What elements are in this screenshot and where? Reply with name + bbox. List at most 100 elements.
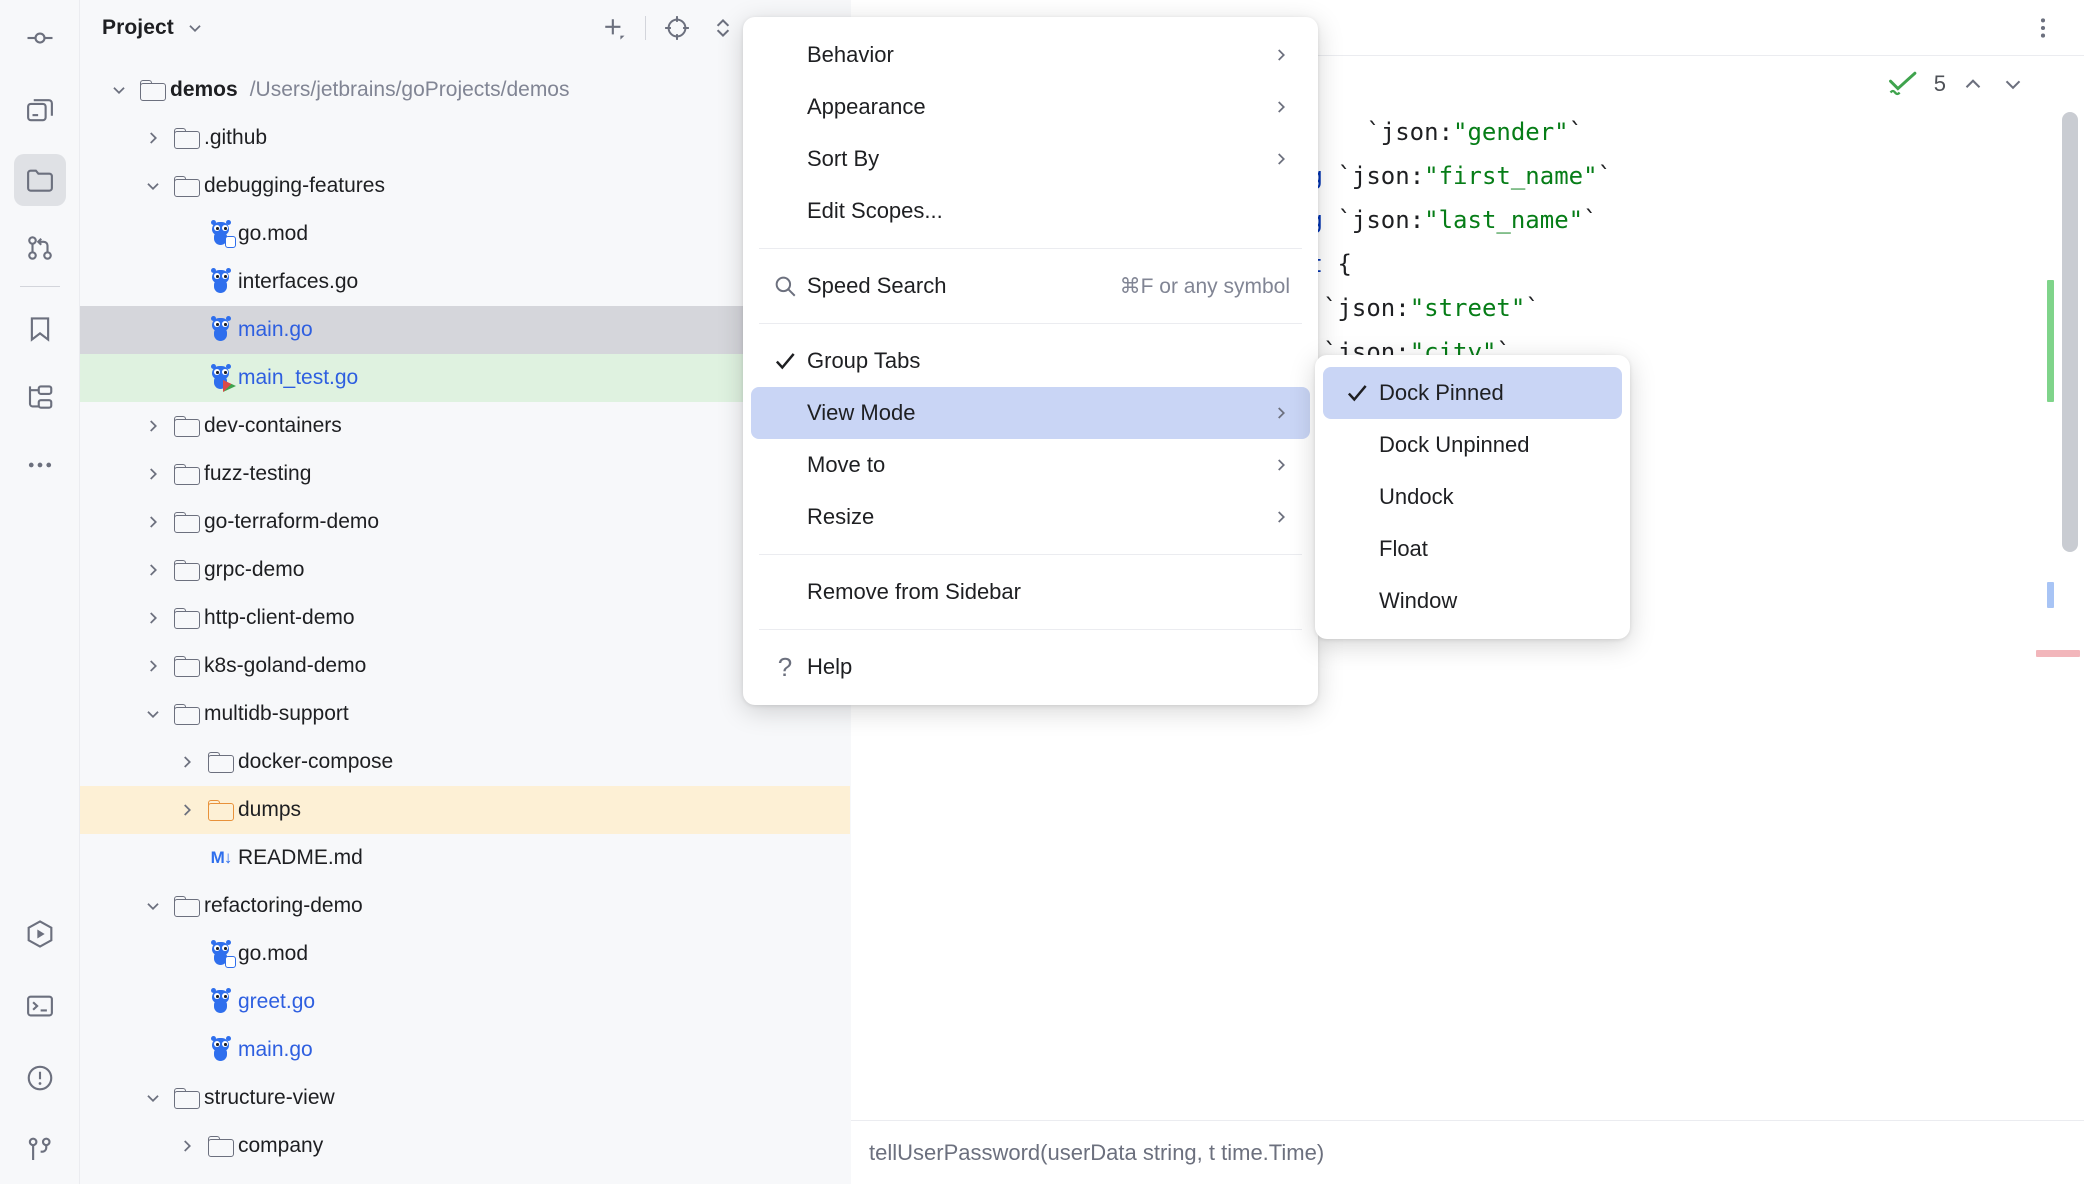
- chevron-right-icon[interactable]: [136, 607, 170, 629]
- menu-item-label: Edit Scopes...: [807, 198, 943, 223]
- tree-node-grpc-demo[interactable]: grpc-demo: [80, 546, 850, 594]
- tree-node-http-client-demo[interactable]: http-client-demo: [80, 594, 850, 642]
- more-tool-windows-icon[interactable]: [14, 439, 66, 491]
- chevron-right-icon[interactable]: [136, 415, 170, 437]
- chevron-right-icon[interactable]: [136, 463, 170, 485]
- tree-node-refactoring-demo[interactable]: refactoring-demo: [80, 882, 850, 930]
- menu-item-group-tabs[interactable]: Group Tabs: [751, 335, 1310, 387]
- chevron-down-icon[interactable]: [136, 895, 170, 917]
- chevron-down-icon[interactable]: [102, 79, 136, 101]
- chevron-down-icon[interactable]: [184, 17, 206, 39]
- tree-node-demos[interactable]: demos/Users/jetbrains/goProjects/demos: [80, 66, 850, 114]
- chevron-right-icon[interactable]: [136, 559, 170, 581]
- chevron-down-icon[interactable]: [2000, 71, 2026, 97]
- tree-node-debugging-features[interactable]: debugging-features: [80, 162, 850, 210]
- chevron-right-icon[interactable]: [136, 655, 170, 677]
- tree-node-docker-compose[interactable]: docker-compose: [80, 738, 850, 786]
- submenu-item-float[interactable]: Float: [1323, 523, 1622, 575]
- tree-node-company[interactable]: company: [80, 1122, 850, 1170]
- menu-item-appearance[interactable]: Appearance: [751, 81, 1310, 133]
- menu-item-label: Resize: [807, 504, 875, 529]
- menu-item-sort-by[interactable]: Sort By: [751, 133, 1310, 185]
- chevron-up-icon[interactable]: [1960, 71, 1986, 97]
- structure-icon[interactable]: [14, 371, 66, 423]
- menu-item-label: Sort By: [807, 146, 880, 171]
- tree-node-k8s-goland-demo[interactable]: k8s-goland-demo: [80, 642, 850, 690]
- project-tree[interactable]: demos/Users/jetbrains/goProjects/demos.g…: [80, 56, 850, 1170]
- tree-node-go-terraform-demo[interactable]: go-terraform-demo: [80, 498, 850, 546]
- question-icon: ?: [777, 651, 793, 682]
- breadcrumb[interactable]: tellUserPassword(userData string, t time…: [851, 1120, 2084, 1184]
- chevron-right-icon[interactable]: [170, 799, 204, 821]
- chevron-right-icon[interactable]: [170, 751, 204, 773]
- chevron-down-icon[interactable]: [136, 175, 170, 197]
- tree-node-main-go[interactable]: main.go: [80, 306, 850, 354]
- menu-item-edit-scopes[interactable]: Edit Scopes...: [751, 185, 1310, 237]
- tree-node-multidb-support[interactable]: multidb-support: [80, 690, 850, 738]
- terminal-icon[interactable]: [14, 980, 66, 1032]
- chevron-right-icon[interactable]: [170, 1135, 204, 1157]
- menu-item-resize[interactable]: Resize: [751, 491, 1310, 543]
- menu-item-help[interactable]: ?Help: [751, 641, 1310, 693]
- run-icon[interactable]: [14, 908, 66, 960]
- inspection-ok-icon[interactable]: [1886, 69, 1920, 99]
- check-icon: [1335, 380, 1379, 406]
- menu-item-behavior[interactable]: Behavior: [751, 29, 1310, 81]
- tree-node-label: refactoring-demo: [204, 894, 363, 917]
- expand-collapse-icon[interactable]: [702, 7, 744, 49]
- chevron-right-icon: [1270, 402, 1292, 424]
- tree-node-main-go[interactable]: main.go: [80, 1026, 850, 1074]
- go-file-icon: [204, 316, 238, 343]
- chevron-right-icon[interactable]: [136, 127, 170, 149]
- commit-icon[interactable]: [14, 12, 66, 64]
- chevron-right-icon[interactable]: [136, 511, 170, 533]
- version-control-icon[interactable]: [14, 222, 66, 274]
- tree-node-label: company: [238, 1134, 324, 1157]
- menu-item-move-to[interactable]: Move to: [751, 439, 1310, 491]
- menu-item-view-mode[interactable]: View Mode: [751, 387, 1310, 439]
- sidebar-item-project[interactable]: [13, 154, 66, 206]
- menu-item-remove-from-sidebar[interactable]: Remove from Sidebar: [751, 566, 1310, 618]
- chevron-down-icon[interactable]: [136, 1087, 170, 1109]
- tree-node-interfaces-go[interactable]: interfaces.go: [80, 258, 850, 306]
- tree-node-fuzz-testing[interactable]: fuzz-testing: [80, 450, 850, 498]
- menu-separator: [759, 629, 1302, 630]
- bookmarks-icon[interactable]: [14, 303, 66, 355]
- menu-item-label: Move to: [807, 452, 886, 477]
- editor-scrollbar[interactable]: [2062, 112, 2078, 552]
- tree-node-go-mod[interactable]: go.mod: [80, 210, 850, 258]
- menu-item-label: Remove from Sidebar: [807, 579, 1021, 604]
- submenu-item-dock-pinned[interactable]: Dock Pinned: [1323, 367, 1622, 419]
- submenu-item-window[interactable]: Window: [1323, 575, 1622, 627]
- menu-item-shortcut: ⌘F or any symbol: [1119, 274, 1290, 298]
- select-opened-file-icon[interactable]: [656, 7, 698, 49]
- tree-node-label: go.mod: [238, 222, 309, 245]
- tree-node-dev-containers[interactable]: dev-containers: [80, 402, 850, 450]
- tree-node-label: debugging-features: [204, 174, 385, 197]
- submenu-item-label: Float: [1379, 536, 1428, 561]
- submenu-item-label: Window: [1379, 588, 1458, 613]
- submenu-item-label: Undock: [1379, 484, 1454, 509]
- tree-node-dumps[interactable]: dumps: [80, 786, 850, 834]
- submenu-item-dock-unpinned[interactable]: Dock Unpinned: [1323, 419, 1622, 471]
- project-windows-icon[interactable]: [14, 86, 66, 138]
- folder-icon: [204, 1135, 238, 1157]
- git-branches-icon[interactable]: [14, 1124, 66, 1176]
- tree-node--github[interactable]: .github: [80, 114, 850, 162]
- tree-node-structure-view[interactable]: structure-view: [80, 1074, 850, 1122]
- folder-icon: [170, 463, 204, 485]
- folder-icon: [170, 175, 204, 197]
- problems-icon[interactable]: [14, 1052, 66, 1104]
- add-new-icon[interactable]: [593, 7, 635, 49]
- tree-node-greet-go[interactable]: greet.go: [80, 978, 850, 1026]
- tree-node-main-test-go[interactable]: main_test.go: [80, 354, 850, 402]
- tree-node-readme-md[interactable]: M↓README.md: [80, 834, 850, 882]
- chevron-down-icon[interactable]: [136, 703, 170, 725]
- menu-item-speed-search[interactable]: Speed Search⌘F or any symbol: [751, 260, 1310, 312]
- tree-node-go-mod[interactable]: go.mod: [80, 930, 850, 978]
- editor-options-kebab-icon[interactable]: [2024, 9, 2062, 47]
- folder-icon: [204, 799, 238, 821]
- submenu-item-undock[interactable]: Undock: [1323, 471, 1622, 523]
